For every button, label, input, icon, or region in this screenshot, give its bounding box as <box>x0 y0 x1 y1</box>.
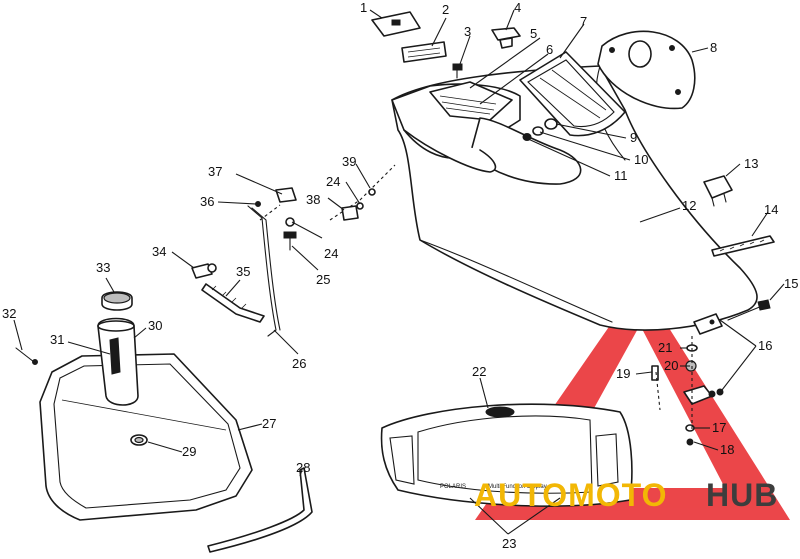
callout-39: 39 <box>342 154 356 169</box>
callout-19: 19 <box>616 366 630 381</box>
switch-block <box>371 11 421 37</box>
strap-28 <box>207 467 313 553</box>
callout-14: 14 <box>764 202 778 217</box>
watermark-word-accent: AUTOMOTO <box>474 477 667 513</box>
watermark-wordmark: AUTOMOTO HUB <box>474 477 778 513</box>
callout-9: 9 <box>630 130 637 145</box>
callout-27: 27 <box>262 416 276 431</box>
callout-38: 38 <box>306 192 320 207</box>
filler-neck <box>97 291 139 406</box>
windshield <box>519 51 626 137</box>
callout-34: 34 <box>152 244 166 259</box>
callout-25: 25 <box>316 272 330 287</box>
callout-5: 5 <box>530 26 537 41</box>
trim-plate <box>401 41 447 63</box>
grommet <box>130 434 148 446</box>
callout-3: 3 <box>464 24 471 39</box>
callout-17: 17 <box>712 420 726 435</box>
eye-bolt <box>191 263 217 279</box>
callout-21: 21 <box>658 340 672 355</box>
callout-20: 20 <box>664 358 678 373</box>
support-rods <box>201 187 297 337</box>
cover-part <box>597 30 696 110</box>
display-small-text: Multi Function Display <box>488 484 547 490</box>
assembly-lines <box>259 164 693 432</box>
callout-7: 7 <box>580 14 587 29</box>
callout-4: 4 <box>514 0 521 15</box>
callout-33: 33 <box>96 260 110 275</box>
callout-15: 15 <box>784 276 798 291</box>
knob-4 <box>491 27 521 49</box>
callout-1: 1 <box>360 0 367 15</box>
screw-3 <box>452 63 463 79</box>
callout-24-upper: 24 <box>326 174 340 189</box>
relay-13 <box>703 175 733 207</box>
bracket-16 <box>683 313 724 405</box>
callout-36: 36 <box>200 194 214 209</box>
callout-32: 32 <box>2 306 16 321</box>
callout-18: 18 <box>720 442 734 457</box>
callout-12: 12 <box>682 198 696 213</box>
callout-35: 35 <box>236 264 250 279</box>
callout-16: 16 <box>758 338 772 353</box>
callout-23: 23 <box>502 536 516 551</box>
callout-24-lower: 24 <box>324 246 338 261</box>
callout-11: 11 <box>614 168 628 183</box>
screw-15 <box>727 299 771 321</box>
callout-30: 30 <box>148 318 162 333</box>
washer-set <box>522 118 558 141</box>
display-brand-text: POLARIS <box>440 484 466 490</box>
callout-29: 29 <box>182 444 196 459</box>
callout-13: 13 <box>744 156 758 171</box>
callout-8: 8 <box>710 40 717 55</box>
callout-31: 31 <box>50 332 64 347</box>
harness-strip-14 <box>711 235 775 257</box>
callout-2: 2 <box>442 2 449 17</box>
hardware-small <box>255 188 376 251</box>
callout-6: 6 <box>546 42 553 57</box>
console-insert <box>391 81 582 185</box>
callout-26: 26 <box>292 356 306 371</box>
callout-22: 22 <box>472 364 486 379</box>
leader-lines <box>13 9 785 535</box>
callout-28: 28 <box>296 460 310 475</box>
watermark-word-dark: HUB <box>706 477 778 513</box>
display-panel: POLARIS Multi Function Display <box>380 403 633 507</box>
pin-32 <box>15 347 38 365</box>
callout-37: 37 <box>208 164 222 179</box>
callout-10: 10 <box>634 152 648 167</box>
